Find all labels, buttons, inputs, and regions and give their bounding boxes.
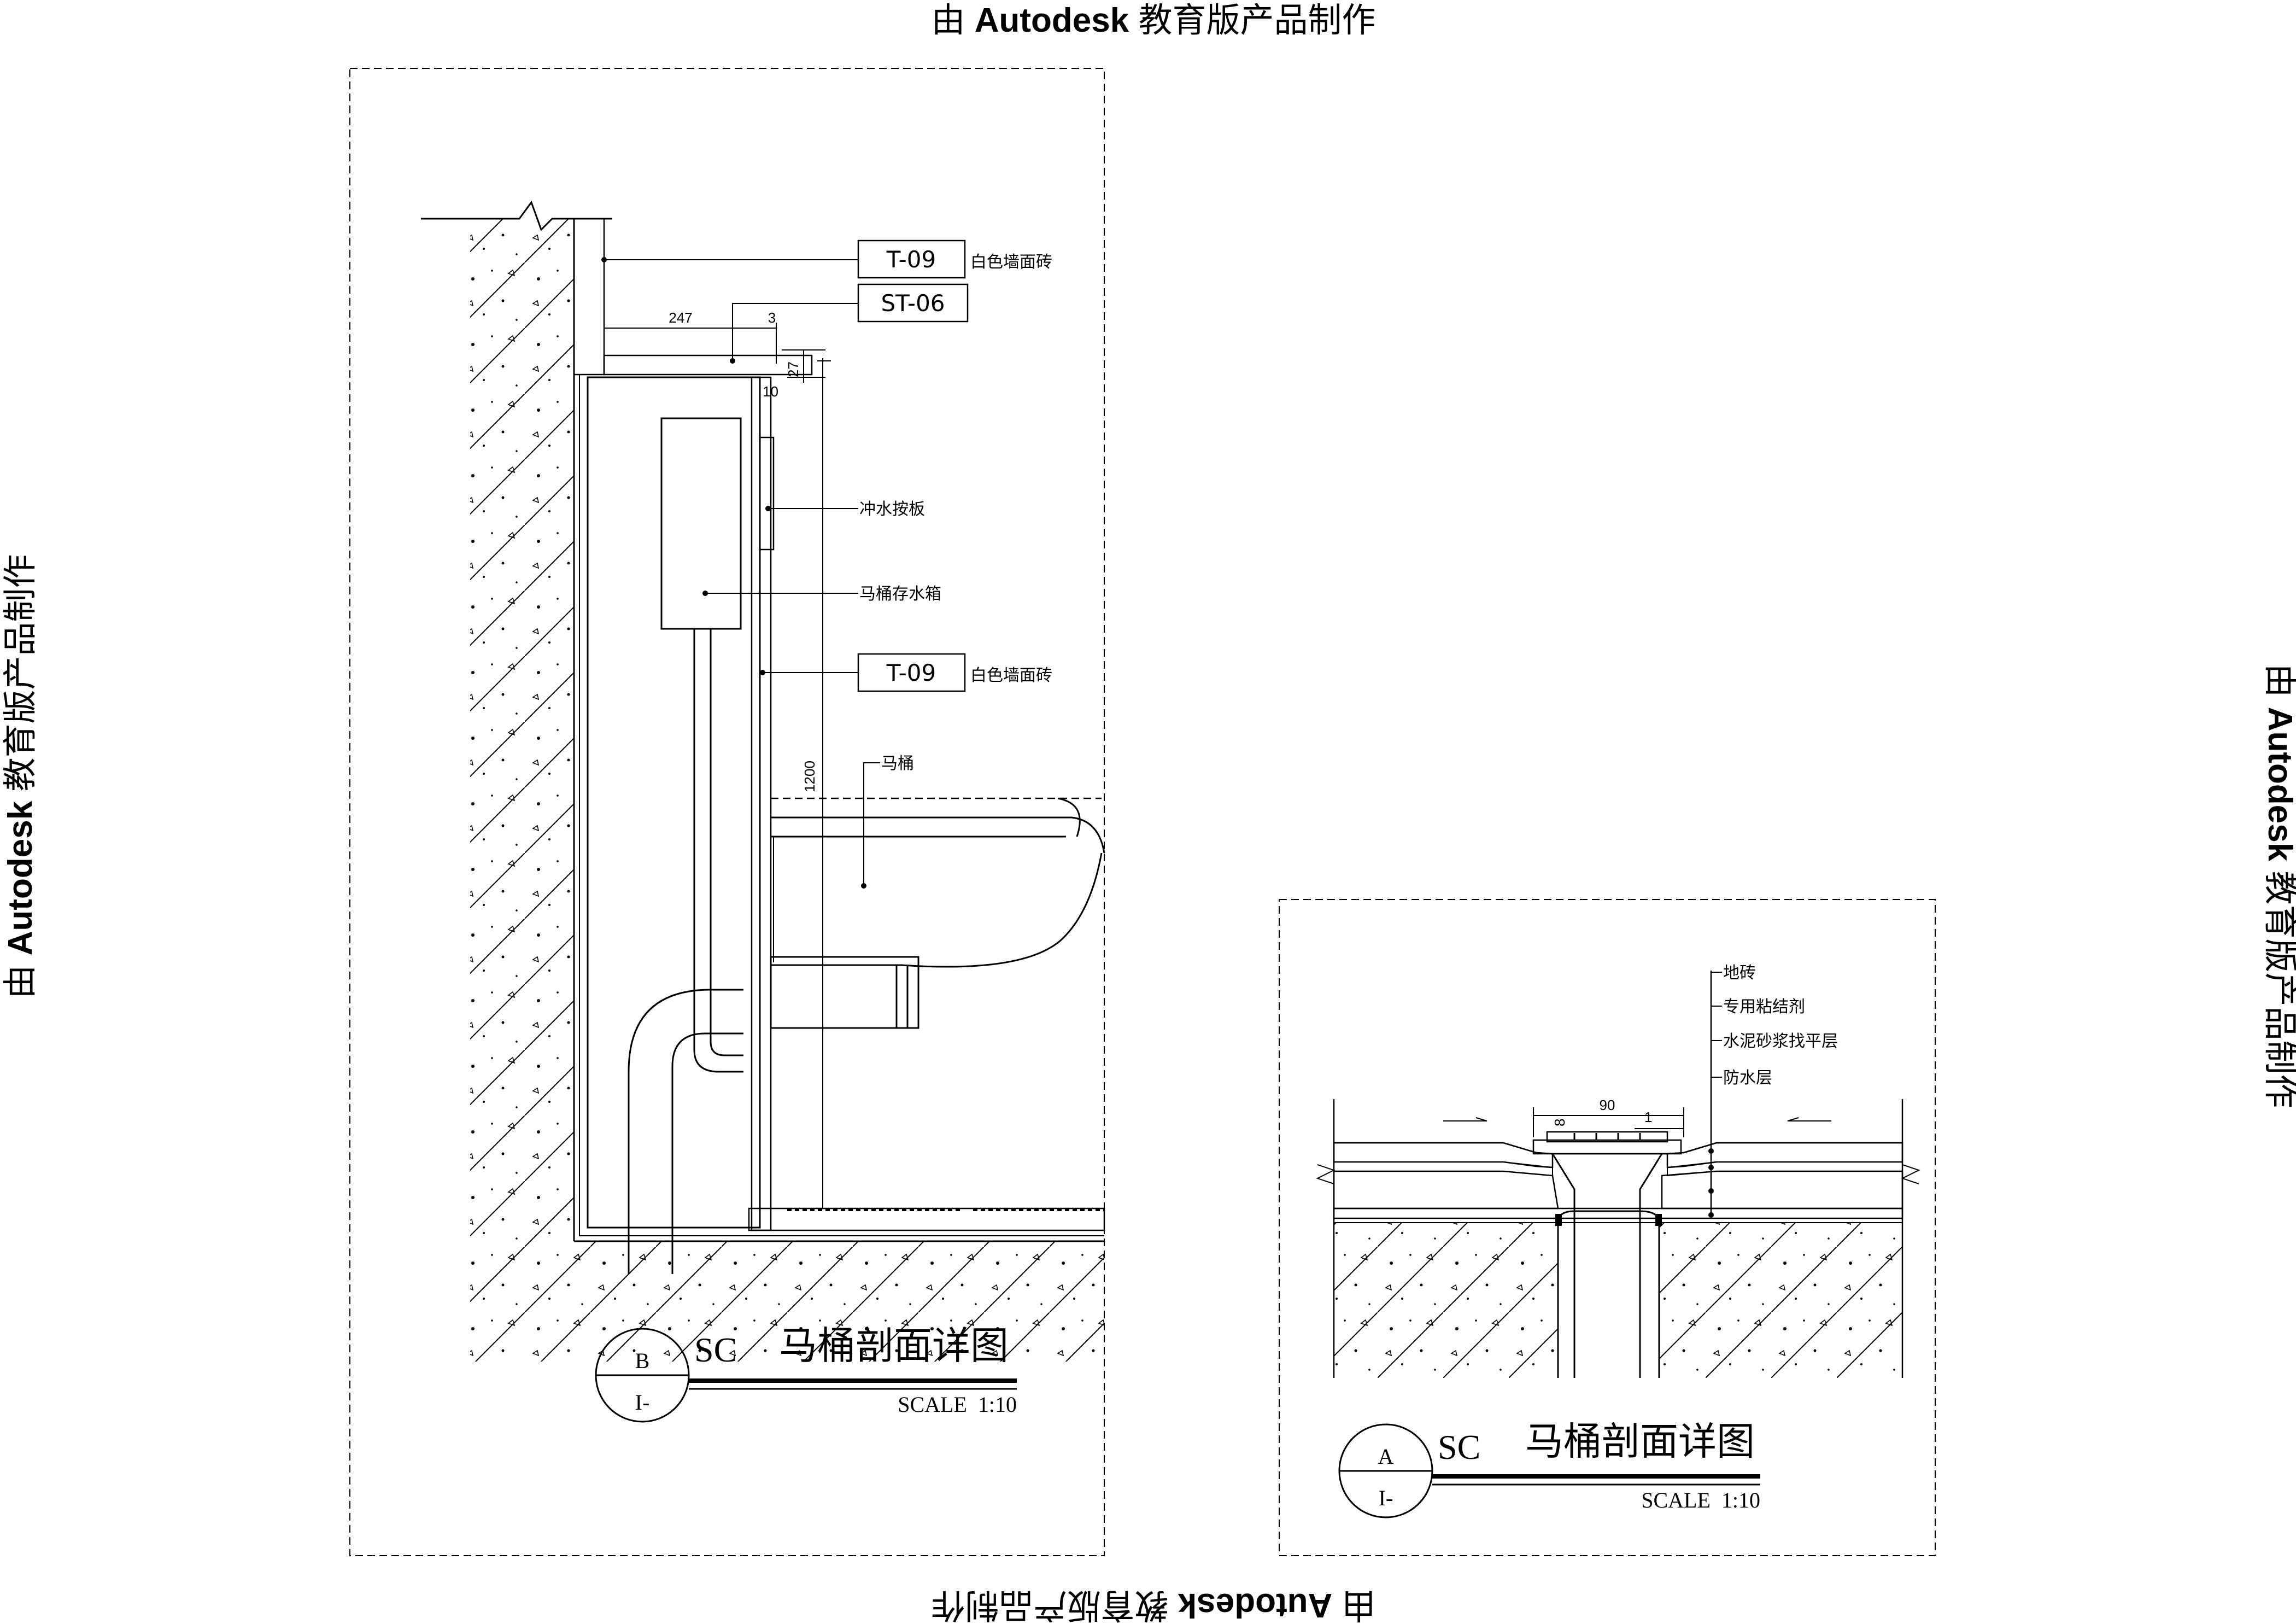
waterproof-layer (1333, 1207, 1903, 1219)
cistern-cavity (587, 376, 761, 1229)
svg-text:B: B (635, 1348, 650, 1373)
concrete-wall (470, 219, 1104, 1362)
tag-t09-top (857, 239, 966, 279)
tag-t09-mid (857, 653, 966, 692)
svg-text:马桶剖面详图: 马桶剖面详图 (1525, 1419, 1755, 1464)
svg-text:27: 27 (785, 361, 801, 377)
svg-text:SC: SC (694, 1330, 737, 1369)
wall-tile-layer (573, 218, 605, 376)
screed-left (1333, 1170, 1559, 1210)
svg-text:马桶: 马桶 (881, 754, 914, 773)
svg-text:T-09: T-09 (886, 659, 936, 686)
svg-text:由 Autodesk 教育版产品制作: 由 Autodesk 教育版产品制作 (932, 2, 1376, 39)
svg-text:10: 10 (763, 383, 778, 400)
svg-text:I-: I- (1379, 1486, 1393, 1510)
svg-text:1: 1 (1644, 1109, 1652, 1125)
detail-b-section: 247 3 27 10 1200 T-09 白色墙面砖 ST-06 (349, 68, 1105, 1556)
flush-plate (759, 436, 775, 551)
svg-text:3: 3 (768, 309, 776, 326)
svg-text:冲水按板: 冲水按板 (859, 500, 925, 519)
svg-text:马桶剖面详图: 马桶剖面详图 (779, 1323, 1009, 1368)
svg-text:I-: I- (635, 1390, 650, 1415)
top-ledge (603, 354, 813, 376)
floor-surface (1334, 1142, 1902, 1155)
watermark-top: 由 Autodesk 教育版产品制作 (932, 2, 1376, 39)
water-pipe (693, 629, 743, 1073)
watermark-left: 由 Autodesk 教育版产品制作 (2, 554, 39, 999)
svg-text:地砖: 地砖 (1723, 963, 1756, 983)
detail-a-frame (1279, 899, 1936, 1556)
svg-text:247: 247 (669, 309, 692, 326)
watermark-bottom: 由 Autodesk 教育版产品制作 (932, 1586, 1376, 1624)
detail-a-section: 90 8 1 地砖 专用粘结剂 水泥砂浆找平层 防水层 A I- (1279, 899, 1936, 1556)
callouts-a: 地砖 专用粘结剂 水泥砂浆找平层 防水层 (1708, 963, 1838, 1218)
detail-b-frame (349, 68, 1105, 1556)
dimensions-b: 247 3 27 10 1200 (604, 309, 831, 1209)
svg-text:1200: 1200 (801, 761, 818, 792)
drain-elbow (628, 989, 743, 1236)
tag-st06 (857, 283, 969, 323)
toilet-bowl (770, 797, 1105, 1029)
svg-text:白色墙面砖: 白色墙面砖 (970, 253, 1052, 272)
svg-text:白色墙面砖: 白色墙面砖 (970, 666, 1052, 685)
floor-drain (1532, 1131, 1682, 1378)
svg-text:水泥砂浆找平层: 水泥砂浆找平层 (1723, 1032, 1838, 1051)
cistern-tank (660, 417, 742, 630)
svg-text:马桶存水箱: 马桶存水箱 (859, 585, 941, 604)
svg-text:防水层: 防水层 (1723, 1068, 1772, 1088)
watermark-right: 由 Autodesk 教育版产品制作 (2261, 664, 2296, 1108)
svg-text:由 Autodesk 教育版产品制作: 由 Autodesk 教育版产品制作 (2, 554, 39, 999)
svg-text:ST-06: ST-06 (881, 290, 945, 317)
dimensions-a: 90 8 1 (1533, 1097, 1684, 1137)
title-block-b: B I- SC 马桶剖面详图 SCALE 1:10 (595, 1323, 1017, 1423)
floor-tile-strip (748, 1207, 1105, 1231)
svg-text:A: A (1378, 1444, 1394, 1469)
svg-text:专用粘结剂: 专用粘结剂 (1723, 997, 1805, 1017)
svg-text:8: 8 (1551, 1119, 1568, 1126)
front-tile (751, 376, 772, 1231)
svg-text:T-09: T-09 (886, 246, 936, 273)
svg-text:SCALE 1:10: SCALE 1:10 (1641, 1488, 1760, 1512)
svg-text:由 Autodesk 教育版产品制作: 由 Autodesk 教育版产品制作 (932, 1586, 1376, 1624)
svg-text:SC: SC (1438, 1428, 1480, 1467)
svg-text:由 Autodesk 教育版产品制作: 由 Autodesk 教育版产品制作 (2261, 664, 2296, 1108)
title-block-a: A I- SC 马桶剖面详图 SCALE 1:10 (1338, 1419, 1760, 1518)
callouts-b: T-09 白色墙面砖 ST-06 冲水按板 马桶存水箱 T-09 白色墙面砖 马… (601, 239, 1052, 889)
screed-right (1661, 1170, 1903, 1210)
svg-text:90: 90 (1600, 1097, 1615, 1113)
svg-text:SCALE 1:10: SCALE 1:10 (898, 1392, 1017, 1417)
